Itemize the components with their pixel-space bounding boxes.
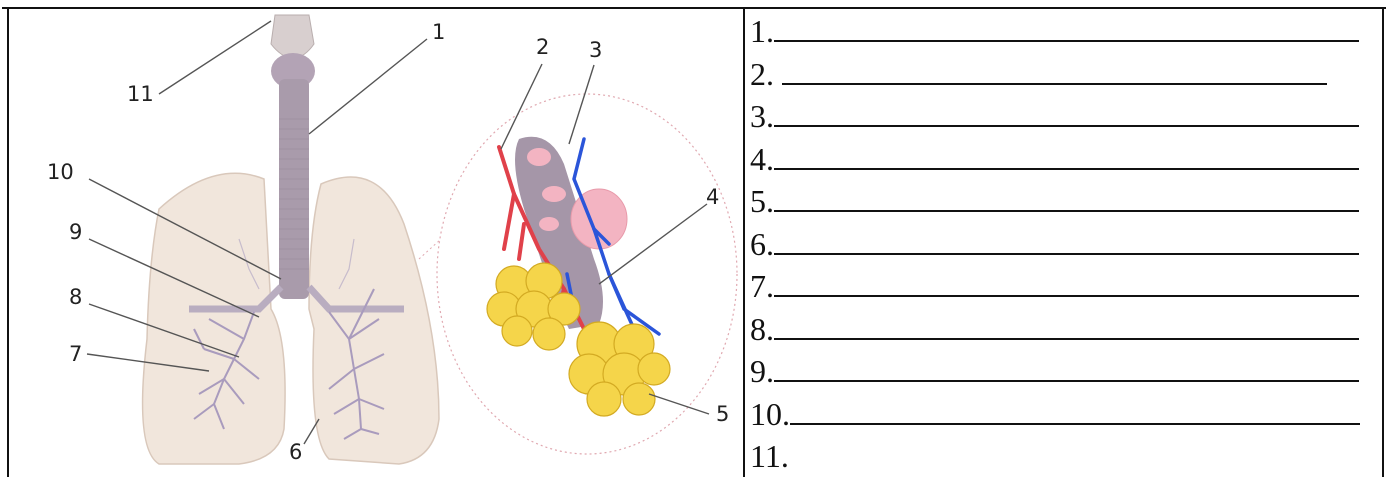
answer-number: 2. xyxy=(750,55,782,92)
answer-row-8: 8. xyxy=(750,308,1380,351)
table-border-left xyxy=(7,9,9,477)
left-lung xyxy=(141,172,286,465)
answer-row-5: 5. xyxy=(750,180,1380,223)
leader-lines xyxy=(86,20,710,445)
answer-number: 10. xyxy=(750,395,790,432)
answer-blank-7[interactable] xyxy=(774,265,1359,297)
right-bronchial-tree xyxy=(328,288,385,440)
answer-row-4: 4. xyxy=(750,138,1380,181)
answer-row-3: 3. xyxy=(750,95,1380,138)
label-3: 3 xyxy=(589,38,602,62)
answer-row-2: 2. xyxy=(750,53,1380,96)
answer-blank-9[interactable] xyxy=(774,350,1359,382)
magnification-line xyxy=(418,238,442,260)
label-6: 6 xyxy=(289,440,302,464)
answer-number: 11. xyxy=(750,438,789,474)
answer-row-10: 10. xyxy=(750,393,1380,436)
label-2: 2 xyxy=(536,35,549,59)
pink-patch-3 xyxy=(539,217,559,231)
answer-blank-1[interactable] xyxy=(774,10,1359,42)
label-11: 11 xyxy=(127,82,154,106)
label-7: 7 xyxy=(69,342,82,366)
label-8: 8 xyxy=(69,285,82,309)
answer-number: 1. xyxy=(750,13,774,49)
label-10: 10 xyxy=(47,160,74,184)
answer-blank-10[interactable] xyxy=(790,393,1360,425)
answer-list: 1. 2. 3. 4. 5. 6. 7. 8. 9. 10. 11. xyxy=(750,10,1380,478)
answer-row-6: 6. xyxy=(750,223,1380,266)
answer-row-9: 9. xyxy=(750,350,1380,393)
answer-number: 6. xyxy=(750,225,774,262)
main-bronchi xyxy=(189,284,404,313)
answer-number: 7. xyxy=(750,268,774,304)
answer-number: 9. xyxy=(750,353,774,389)
answer-number: 4. xyxy=(750,140,774,177)
top-rule xyxy=(2,0,1386,10)
faint-upper-bronchi xyxy=(238,238,355,290)
label-4: 4 xyxy=(706,185,719,209)
answer-blank-5[interactable] xyxy=(774,180,1359,212)
table-border-middle xyxy=(743,9,745,477)
label-1: 1 xyxy=(432,20,445,44)
answer-row-7: 7. xyxy=(750,265,1380,308)
answer-number: 5. xyxy=(750,183,774,219)
bronchiole xyxy=(515,136,603,329)
answer-blank-3[interactable] xyxy=(774,95,1359,127)
alveolar-sac-left xyxy=(486,262,581,351)
respiratory-system-diagram: 1 2 3 4 5 6 7 8 9 10 11 xyxy=(47,14,738,465)
answer-row-11: 11. xyxy=(750,435,1380,478)
answer-blank-2[interactable] xyxy=(782,53,1327,85)
pink-patch-1 xyxy=(527,148,551,166)
larynx xyxy=(270,14,315,60)
answer-number: 8. xyxy=(750,310,774,347)
right-lung xyxy=(308,176,440,465)
label-9: 9 xyxy=(69,220,82,244)
answer-blank-8[interactable] xyxy=(774,308,1359,340)
alveolar-sac-right xyxy=(568,321,671,417)
answer-number: 3. xyxy=(750,98,774,134)
left-bronchial-tree xyxy=(193,311,260,430)
answer-row-1: 1. xyxy=(750,10,1380,53)
answer-blank-4[interactable] xyxy=(774,138,1359,170)
label-5: 5 xyxy=(716,402,729,426)
table-border-right xyxy=(1382,9,1384,477)
pink-patch-2 xyxy=(542,186,566,202)
answer-blank-6[interactable] xyxy=(774,223,1359,255)
